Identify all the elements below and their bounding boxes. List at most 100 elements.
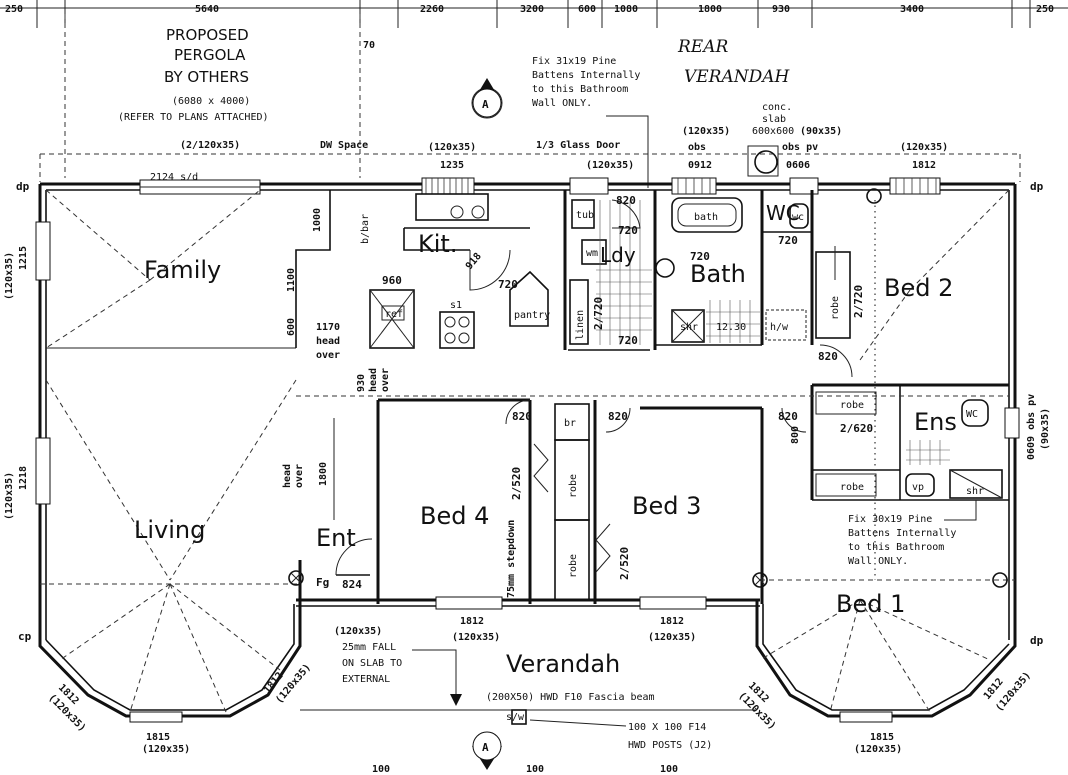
bottom-numbers: 100 100 100 (372, 764, 678, 775)
door-swings (335, 199, 853, 576)
bath-door: 720 (690, 250, 710, 263)
pergola-line5: (REFER TO PLANS ATTACHED) (118, 112, 269, 123)
svg-text:(120x35): (120x35) (142, 744, 190, 755)
svg-text:1815: 1815 (146, 732, 170, 743)
svg-text:over: over (380, 368, 391, 392)
batten-note-ens: Fix 30x19 Pine Battens Internally to thi… (848, 500, 977, 567)
dim-1800: 1800 (698, 4, 722, 15)
ens-tiles (906, 440, 950, 465)
svg-text:2124 s/d: 2124 s/d (150, 172, 198, 183)
svg-text:(120x35): (120x35) (4, 252, 15, 300)
bath-fixtures: bath shr 12.30 (655, 197, 760, 343)
svg-text:1812: 1812 (912, 160, 936, 171)
room-living: Living (134, 516, 205, 544)
svg-text:600: 600 (286, 318, 297, 336)
ref-label: ref (385, 309, 403, 320)
bed4-robe-label: robe (568, 474, 579, 498)
ensuite-fixtures: robe robe WC vp shr 2/620 (815, 391, 1003, 499)
svg-text:head: head (316, 336, 340, 347)
wc-room-label: WC (766, 201, 800, 225)
dim-250-left: 250 (5, 4, 23, 15)
shr-size: 12.30 (716, 322, 746, 333)
bath-shr-label: shr (680, 322, 698, 333)
section-marker-top: A (471, 78, 503, 119)
dp-top-right: dp (1030, 180, 1044, 193)
svg-text:(90x35): (90x35) (800, 126, 842, 137)
dp-bottom-right: dp (1030, 634, 1044, 647)
pergola-line1: PROPOSED (166, 26, 249, 44)
svg-text:HWD POSTS (J2): HWD POSTS (J2) (628, 740, 712, 751)
svg-text:25mm FALL: 25mm FALL (342, 642, 396, 653)
fg-label: Fg (316, 576, 329, 589)
bbar-label: b/bar (360, 214, 371, 244)
bath-tub-label: bath (694, 212, 718, 223)
ens-door: 2/620 (840, 422, 873, 435)
svg-text:1000: 1000 (312, 208, 323, 232)
svg-text:obs: obs (688, 142, 706, 153)
svg-text:1812: 1812 (660, 616, 684, 627)
svg-text:0912: 0912 (688, 160, 712, 171)
br-label: br (564, 418, 576, 429)
svg-text:1218: 1218 (18, 466, 29, 490)
bed3-robe-label: robe (568, 554, 579, 578)
conc-slab-note: conc. slab 600x600 (747, 102, 794, 177)
room-ens: Ens (914, 408, 957, 436)
room-kit: Kit. (418, 230, 457, 258)
svg-text:Fix 30x19 Pine: Fix 30x19 Pine (848, 514, 932, 525)
dim-930: 930 (772, 4, 790, 15)
svg-text:(200X50) HWD F10 Fascia beam: (200X50) HWD F10 Fascia beam (486, 692, 655, 703)
bed2-fixtures: robe h/w 2/720 (765, 285, 865, 341)
top-window-specs: (2/120x35) 2124 s/d DW Space (120x35) 12… (150, 126, 948, 183)
dim-600: 600 (578, 4, 596, 15)
svg-text:to this Bathroom: to this Bathroom (532, 84, 628, 95)
posts: dp dp cp dp Fg (16, 150, 1044, 647)
svg-text:(120x35): (120x35) (586, 160, 634, 171)
ldy-door-2: 720 (618, 224, 638, 237)
rear-label: REAR (677, 37, 728, 57)
laundry-fixtures: wm tub linen (569, 199, 652, 345)
svg-text:(120x35): (120x35) (452, 632, 500, 643)
verandah-notes: 25mm FALL ON SLAB TO EXTERNAL (200X50) H… (300, 642, 757, 751)
wc-fixtures: wc WC 720 (766, 201, 809, 247)
svg-text:s/w: s/w (506, 712, 525, 723)
pergola-note: PROPOSED PERGOLA BY OTHERS (6080 x 4000)… (118, 26, 375, 123)
svg-text:Fix 31x19 Pine: Fix 31x19 Pine (532, 56, 616, 67)
room-bed2: Bed 2 (884, 274, 953, 302)
svg-text:Wall ONLY.: Wall ONLY. (848, 556, 908, 567)
vp-label: vp (912, 482, 924, 493)
bed1-door: 820 (778, 410, 798, 423)
svg-text:EXTERNAL: EXTERNAL (342, 674, 390, 685)
svg-text:(120x35): (120x35) (648, 632, 696, 643)
bed4-robe-door: 2/520 (510, 467, 523, 500)
bath-tiles (706, 300, 760, 343)
svg-text:100: 100 (526, 764, 544, 775)
bed2-robe-label: robe (830, 296, 841, 320)
room-family: Family (144, 256, 221, 284)
pergola-line2: PERGOLA (174, 46, 246, 64)
svg-text:918: 918 (464, 251, 484, 272)
svg-text:1235: 1235 (440, 160, 464, 171)
svg-text:(120x35): (120x35) (428, 142, 476, 153)
svg-text:(2/120x35): (2/120x35) (180, 140, 240, 151)
ceiling-lines (40, 189, 1015, 713)
ens-robe-bottom: robe (840, 482, 864, 493)
tub-label: tub (576, 210, 594, 221)
svg-text:slab: slab (762, 114, 786, 125)
dp-top-left: dp (16, 180, 30, 193)
svg-text:ON SLAB TO: ON SLAB TO (342, 658, 402, 669)
pergola-outline (39, 14, 1021, 182)
laundry-tiles (596, 200, 652, 345)
room-bed4: Bed 4 (420, 502, 489, 530)
dim-2260: 2260 (420, 4, 444, 15)
hw-label: h/w (770, 322, 789, 333)
bed3-robe-door: 2/520 (618, 547, 631, 580)
room-ent: Ent (316, 524, 356, 552)
sink-label: s1 (450, 300, 462, 311)
svg-text:100: 100 (372, 764, 390, 775)
pergola-line3: BY OTHERS (164, 68, 249, 86)
ldy-door-3: 720 (618, 334, 638, 347)
svg-text:0606: 0606 (786, 160, 810, 171)
svg-text:1/3 Glass Door: 1/3 Glass Door (536, 140, 620, 151)
svg-text:930: 930 (356, 374, 367, 392)
svg-text:(120x35): (120x35) (854, 744, 902, 755)
